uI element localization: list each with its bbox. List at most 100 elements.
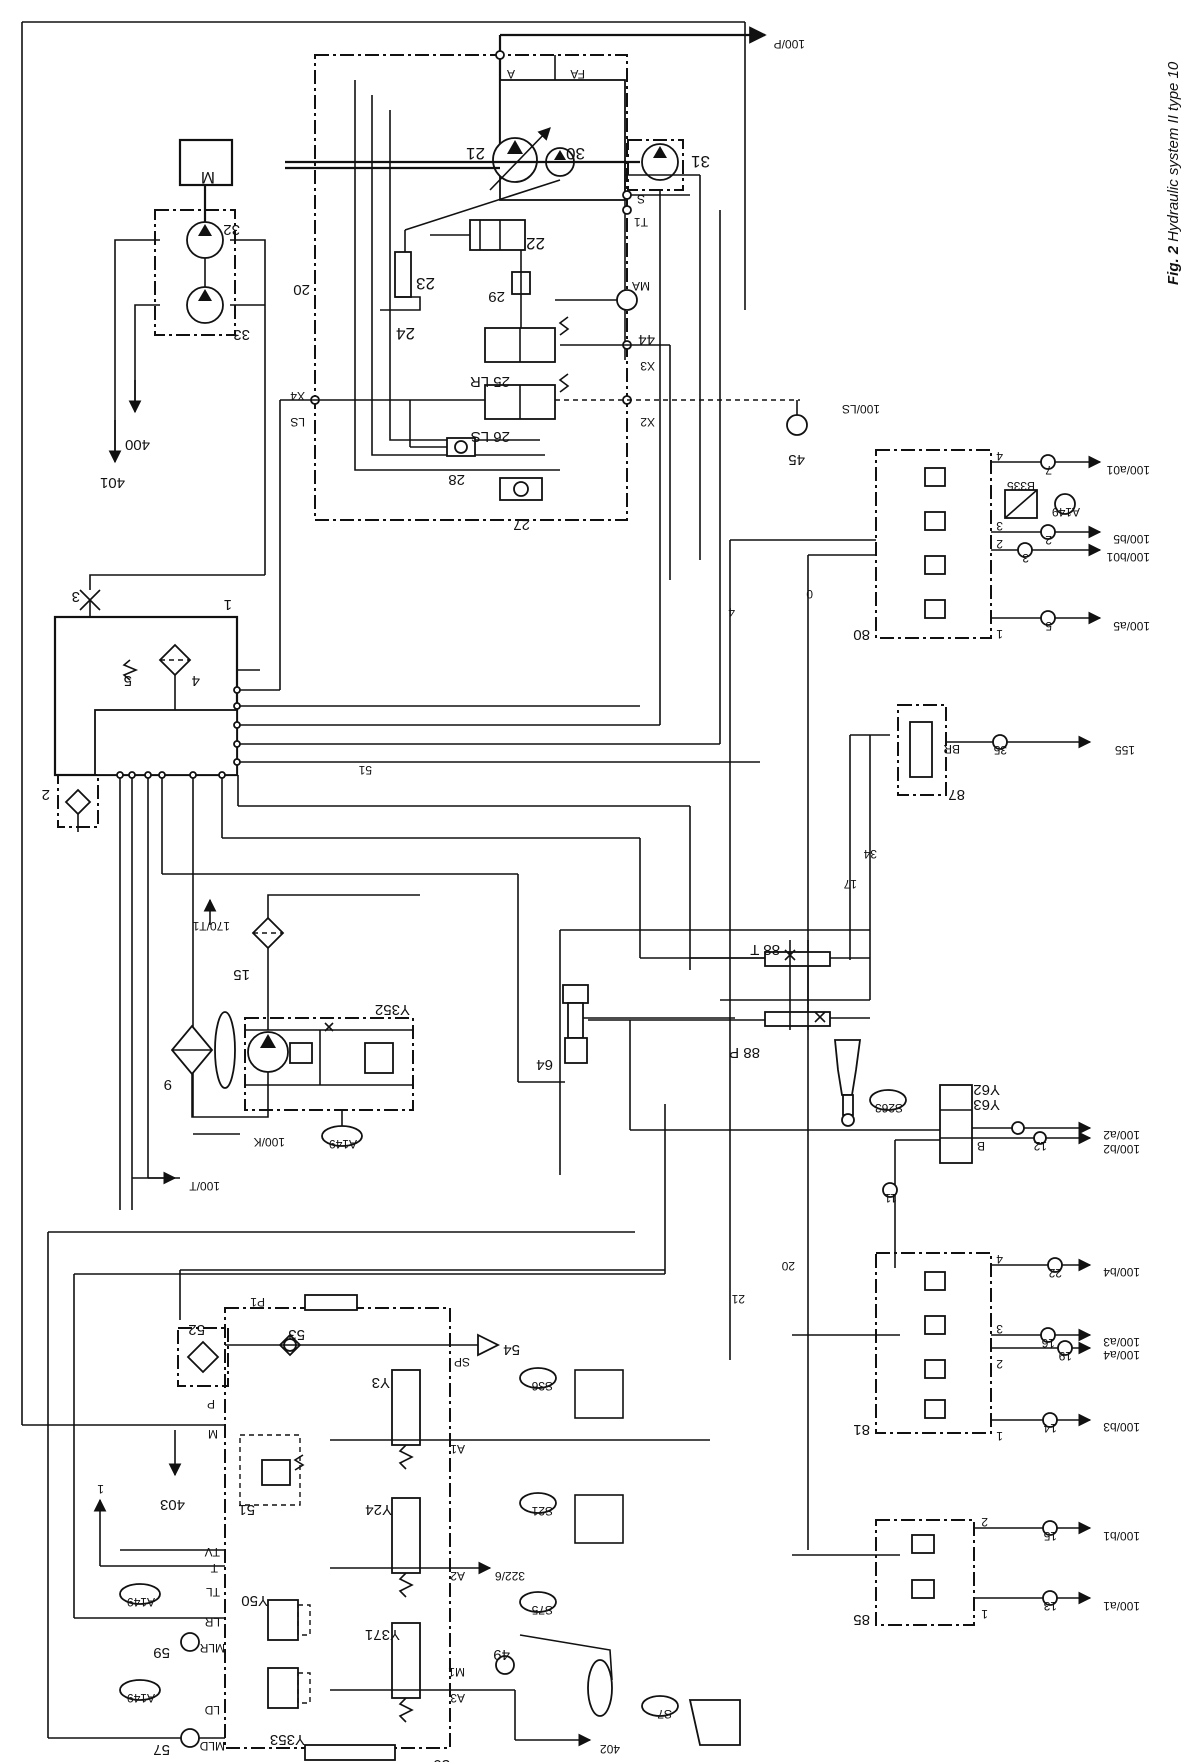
port-p: P	[207, 1397, 215, 1411]
main-wiring	[21, 21, 940, 1738]
port-sp: SP	[454, 1355, 470, 1369]
label-s36: S36	[531, 1379, 553, 1393]
line-5: 5	[1045, 619, 1052, 633]
label-57: 57	[153, 1741, 170, 1758]
term-155: 155	[1115, 743, 1135, 757]
svg-text:Fig. 2Hydraulic system II type: Fig. 2Hydraulic system II type 10	[1165, 61, 1182, 285]
port-br: BR	[943, 742, 960, 756]
label-s75: S75	[531, 1603, 553, 1617]
label-y50: Y50	[241, 1592, 268, 1609]
label-88t: 88 T	[750, 941, 780, 958]
distributor-88	[690, 940, 870, 1030]
term-100b3: 100/b3	[1103, 1420, 1140, 1434]
port-ld: LD	[204, 1703, 220, 1717]
line-3: 3	[1022, 551, 1029, 565]
port-a: A	[507, 67, 515, 81]
port-tv: TV	[205, 1545, 220, 1559]
label-y24: Y24	[365, 1501, 392, 1518]
label-4: 4	[192, 672, 200, 689]
label-1: 1	[224, 596, 232, 613]
label-53: 53	[288, 1326, 305, 1343]
line-16: 16	[1041, 1336, 1055, 1350]
port-ma: MA	[632, 279, 650, 293]
port-p1: P1	[250, 1295, 265, 1309]
port-lr: LR	[204, 1615, 220, 1629]
term-100a1: 100/a1	[1103, 1599, 1140, 1613]
label-5: 5	[124, 672, 132, 689]
label-44: 44	[638, 331, 655, 348]
label-24: 24	[396, 324, 415, 343]
label-a149-y352: A149	[329, 1137, 357, 1151]
port-m: M	[208, 1427, 218, 1441]
label-45: 45	[788, 451, 805, 468]
port-m1: M1	[448, 1665, 465, 1679]
label-50: 50	[433, 1756, 450, 1762]
port-t: T	[210, 1561, 218, 1575]
label-y3: Y3	[372, 1374, 390, 1391]
label-a149-valve80: A149	[1052, 505, 1080, 519]
line-15: 15	[1043, 1529, 1057, 1543]
term-100t: 100/T	[189, 1179, 220, 1193]
block81-port-1: 1	[996, 1429, 1003, 1443]
labels: 1 2 3 4 5 9 15 20 21 22 23 24 25 LR 26 L…	[42, 37, 1150, 1762]
line-2: 2	[1045, 533, 1052, 547]
label-s263: S263	[875, 1101, 903, 1115]
label-s7: S7	[657, 1707, 672, 1721]
line-12: 12	[1033, 1139, 1047, 1153]
caption-text: Hydraulic system II type 10	[1165, 61, 1182, 242]
label-87: 87	[948, 786, 965, 803]
label-22: 22	[526, 234, 545, 253]
label-28: 28	[448, 471, 465, 488]
label-15: 15	[233, 966, 250, 983]
term-100ls: 100/LS	[842, 402, 880, 416]
term-400: 400	[125, 436, 150, 453]
line-51: 51	[358, 763, 372, 777]
label-31: 31	[691, 152, 710, 171]
label-29: 29	[488, 288, 505, 305]
label-25: 25 LR	[470, 373, 510, 390]
line-14: 14	[1043, 1421, 1057, 1435]
term-100b5: 100/b5	[1113, 532, 1150, 546]
control-block-50	[22, 1269, 741, 1761]
valve-block-87	[897, 704, 1092, 796]
block80-port-2: 2	[996, 537, 1003, 551]
block85-port-2: 2	[981, 1515, 988, 1529]
port-a3: A3	[450, 1691, 465, 1705]
line-34: 34	[863, 847, 877, 861]
label-27: 27	[513, 516, 530, 533]
term-401: 401	[100, 474, 125, 491]
term-100a01: 100/a01	[1106, 463, 1150, 477]
label-30: 30	[566, 144, 585, 163]
label-y352: Y352	[375, 1001, 410, 1018]
line-7: 7	[1045, 463, 1052, 477]
cooler-group	[132, 894, 420, 1185]
line-20: 20	[781, 1259, 795, 1273]
label-2: 2	[42, 786, 50, 803]
port-mlr: MLR	[199, 1641, 225, 1655]
valve-block-85	[875, 1519, 1092, 1626]
block80-port-4: 4	[996, 449, 1003, 463]
label-54: 54	[503, 1341, 520, 1358]
port-x4: X4	[290, 389, 305, 403]
line-17: 17	[843, 877, 857, 891]
label-64: 64	[536, 1056, 553, 1073]
valve-block-80	[875, 449, 1102, 639]
block81-port-2: 2	[996, 1357, 1003, 1371]
label-y62: Y62	[973, 1081, 1000, 1098]
label-32: 32	[223, 221, 240, 238]
line-11: 11	[884, 1191, 897, 1205]
label-52: 52	[188, 1321, 205, 1338]
port-t1: T1	[634, 215, 648, 229]
label-26: 26 LS	[471, 428, 510, 445]
joystick-valve-y62-y63	[834, 1039, 1092, 1198]
motor-label: M	[201, 168, 215, 187]
term-100k: 100/K	[254, 1135, 285, 1149]
port-fa: FA	[570, 67, 585, 81]
label-80: 80	[853, 626, 870, 643]
block81-port-4: 4	[996, 1252, 1003, 1266]
block81-port-3: 3	[996, 1322, 1003, 1336]
line-19: 19	[1058, 1349, 1072, 1363]
port-b: B	[977, 1139, 985, 1153]
block85-port-1: 1	[981, 1607, 988, 1621]
